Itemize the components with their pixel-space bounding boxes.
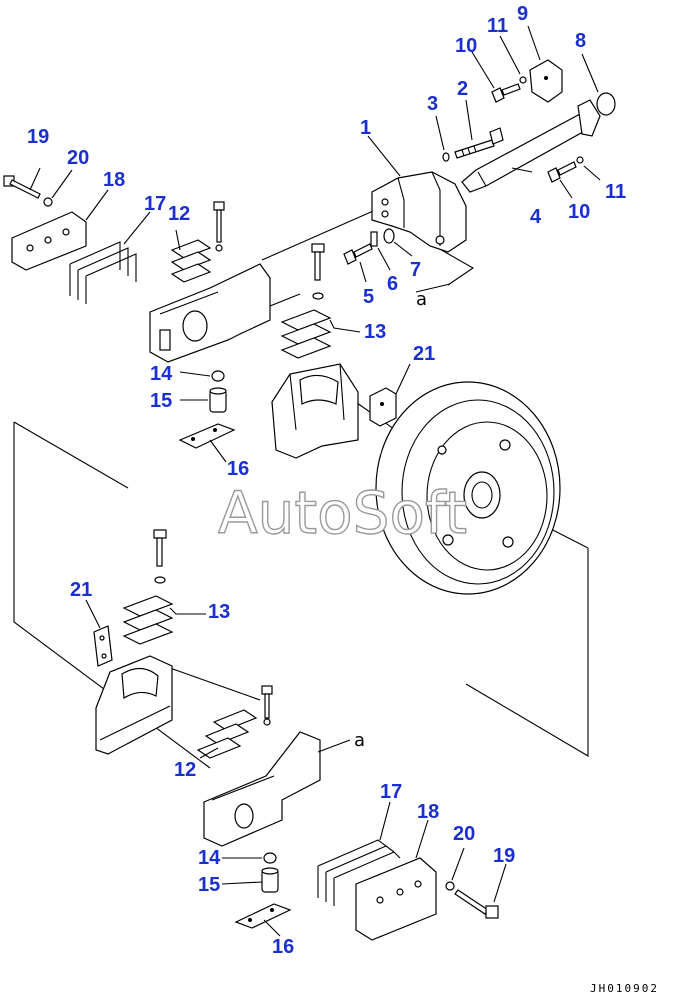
- shims-part-13-lower: [122, 595, 174, 645]
- bracket-middle: [271, 363, 359, 459]
- bolt-part-10-lower: [547, 161, 577, 183]
- callout-17-lower: 17: [380, 781, 402, 803]
- bolt-part-19-lower: [454, 889, 499, 919]
- bushing-part-15-upper: [209, 387, 227, 413]
- shims-part-12-lower: [196, 709, 258, 759]
- callout-19-upper: 19: [27, 126, 49, 148]
- cap-part-8: [596, 92, 616, 116]
- callout-8: 8: [575, 30, 586, 52]
- leader-lines: [29, 25, 601, 937]
- spacer-part-14-lower: [263, 852, 277, 864]
- bearing-housing-upper: [149, 263, 271, 363]
- callout-11-lower: 11: [605, 181, 626, 203]
- guard-part-18-lower: [355, 857, 437, 941]
- callout-10-upper: 10: [455, 35, 477, 57]
- callout-18-lower: 18: [417, 801, 439, 823]
- callout-20-lower: 20: [453, 823, 475, 845]
- lock-part-6: [370, 231, 378, 247]
- shims-part-13-upper: [280, 309, 332, 359]
- callout-9: 9: [517, 3, 528, 25]
- bolt-part-12-upper: [213, 201, 225, 252]
- plate-part-9: [529, 59, 563, 103]
- callout-16-lower: 16: [272, 936, 294, 958]
- bolt-part-10-upper: [491, 83, 521, 103]
- callout-11-upper: 11: [487, 15, 508, 37]
- callout-19-lower: 19: [493, 845, 515, 867]
- drawing-code: JH010902: [590, 982, 659, 995]
- callout-21-upper: 21: [413, 343, 435, 365]
- callout-12-upper: 12: [168, 203, 190, 225]
- callout-14-upper: 14: [150, 363, 173, 385]
- callout-18-upper: 18: [103, 169, 125, 191]
- callout-4: 4: [530, 206, 542, 228]
- bolt-lower-middle: [153, 529, 167, 584]
- callout-21-lower: 21: [70, 579, 92, 601]
- callout-3: 3: [427, 93, 438, 115]
- washer-part-11-lower: [576, 156, 584, 164]
- callout-15-lower: 15: [198, 874, 220, 896]
- block-part-21-lower: [93, 625, 113, 667]
- washer-part-7: [383, 228, 395, 244]
- washer-part-11-upper: [519, 76, 527, 84]
- callout-14-lower: 14: [198, 847, 221, 869]
- callout-20-upper: 20: [67, 147, 89, 169]
- shaft-part-4: [461, 99, 601, 193]
- callout-12-lower: 12: [174, 759, 196, 781]
- watermark-text: AutoSoft: [218, 479, 467, 547]
- idler-wheel: [375, 381, 561, 595]
- callout-5: 5: [363, 286, 374, 308]
- shim-stack-part-17-upper: [69, 241, 137, 304]
- callout-16-upper: 16: [227, 458, 249, 480]
- callouts: 1 2 3 4 5 6 7 8 9 10 10 11 11 12 12 13 1…: [27, 3, 626, 958]
- shims-part-12-upper: [170, 239, 212, 283]
- callout-15-upper: 15: [150, 390, 172, 412]
- washer-part-3: [442, 152, 450, 162]
- shim-stack-part-17-lower: [317, 839, 401, 906]
- washer-part-20-upper: [43, 197, 53, 207]
- plate-part-16-lower: [234, 903, 292, 929]
- reference-letter-a-upper: a: [416, 289, 427, 310]
- callout-13-upper: 13: [364, 321, 386, 343]
- bracket-lower-left: [95, 655, 173, 755]
- callout-13-lower: 13: [208, 601, 230, 623]
- bushing-part-15-lower: [261, 867, 279, 893]
- reference-letter-a-lower: a: [354, 730, 365, 751]
- bolt-part-5: [343, 243, 373, 265]
- callout-10-lower: 10: [568, 201, 590, 223]
- bearing-housing-lower: [203, 731, 321, 847]
- callout-1: 1: [360, 117, 371, 139]
- support-yoke-part-1: [371, 171, 467, 253]
- callout-2: 2: [457, 78, 468, 100]
- bolt-part-2: [454, 127, 504, 159]
- guard-part-18-upper: [11, 211, 87, 271]
- block-part-21-upper: [369, 387, 397, 427]
- callout-6: 6: [387, 273, 398, 295]
- washer-part-20-lower: [445, 881, 455, 891]
- bolt-upper-middle: [311, 243, 325, 300]
- spacer-part-14-upper: [211, 370, 225, 382]
- plate-part-16-upper: [178, 423, 236, 449]
- callout-7: 7: [410, 259, 421, 281]
- callout-17-upper: 17: [144, 193, 166, 215]
- bolt-part-12-lower: [261, 685, 273, 726]
